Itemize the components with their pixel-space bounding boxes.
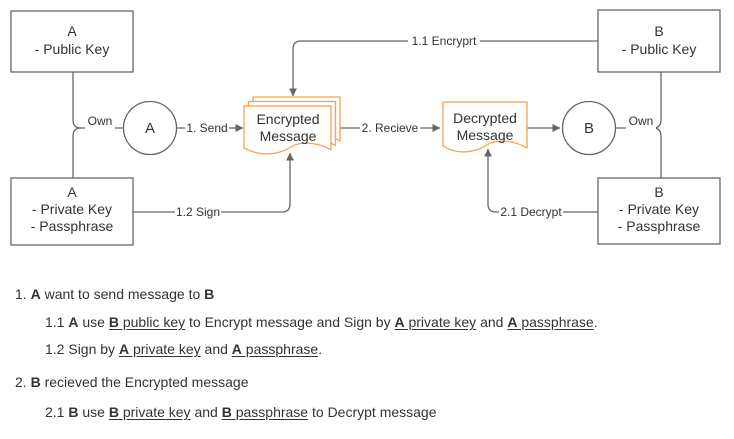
decrypted-message-line2: Message — [457, 127, 514, 143]
encryption-flow-diagram: A - Public Key A - Private Key - Passphr… — [10, 9, 721, 246]
box-a-private-key-title: A — [67, 184, 77, 200]
decrypted-message-line1: Decrypted — [453, 110, 517, 126]
box-b-public-key-line: - Public Key — [622, 41, 697, 57]
box-b-private-key: B - Private Key - Passphrase — [597, 177, 721, 245]
note-line-2: 2. B recieved the Encrypted message — [15, 374, 249, 390]
box-b-public-key: B - Public Key — [597, 9, 721, 73]
encrypted-message-line1: Encrypted — [256, 111, 319, 127]
box-a-private-key-line2: - Passphrase — [31, 218, 114, 234]
svg-text:1. Send: 1. Send — [186, 121, 227, 135]
actor-a-circle: A — [122, 100, 178, 156]
svg-text:2. Recieve: 2. Recieve — [362, 121, 419, 135]
box-a-private-key-line1: - Private Key — [32, 201, 112, 217]
encrypted-message-document: Encrypted Message — [243, 96, 341, 155]
edge-label-sign: 1.2 Sign — [175, 204, 221, 220]
svg-text:2.1 Decrypt: 2.1 Decrypt — [500, 205, 562, 219]
box-b-public-key-title: B — [654, 23, 663, 39]
edge-label-own-a: Own — [85, 113, 115, 129]
note-line-1-2: 1.2 Sign by A private key and A passphra… — [45, 341, 323, 357]
box-b-private-key-line1: - Private Key — [619, 201, 699, 217]
edge-decrypt — [484, 148, 598, 213]
note-line-1: 1. A want to send message to B — [15, 286, 215, 302]
box-a-private-key: A - Private Key - Passphrase — [10, 177, 134, 246]
note-line-2-1: 2.1 B use B private key and B passphrase… — [45, 404, 437, 420]
svg-text:1.2 Sign: 1.2 Sign — [176, 205, 220, 219]
edge-label-decrypt: 2.1 Decrypt — [499, 204, 563, 220]
actor-a-label: A — [145, 120, 155, 137]
svg-text:Own: Own — [629, 114, 654, 128]
box-b-private-key-title: B — [654, 184, 663, 200]
box-a-public-key-title: A — [67, 23, 77, 39]
edge-label-send: 1. Send — [185, 120, 229, 136]
edge-label-own-b: Own — [626, 113, 656, 129]
edge-label-receive: 2. Recieve — [360, 120, 420, 136]
box-a-public-key-line: - Public Key — [35, 41, 110, 57]
actor-b-circle: B — [561, 100, 617, 156]
edge-label-encrypt: 1.1 Encryprt — [408, 33, 480, 49]
edge-sign — [133, 152, 294, 213]
note-line-1-1: 1.1 A use B public key to Encrypt messag… — [45, 314, 598, 330]
box-b-private-key-line2: - Passphrase — [618, 218, 701, 234]
actor-b-label: B — [584, 120, 594, 137]
decrypted-message-document: Decrypted Message — [442, 101, 528, 153]
box-a-public-key: A - Public Key — [10, 10, 134, 73]
svg-text:Own: Own — [88, 114, 113, 128]
edge-encrypt — [289, 40, 598, 97]
encrypted-message-line2: Message — [260, 128, 317, 144]
svg-text:1.1 Encryprt: 1.1 Encryprt — [412, 34, 477, 48]
edge-own-a — [72, 72, 123, 178]
